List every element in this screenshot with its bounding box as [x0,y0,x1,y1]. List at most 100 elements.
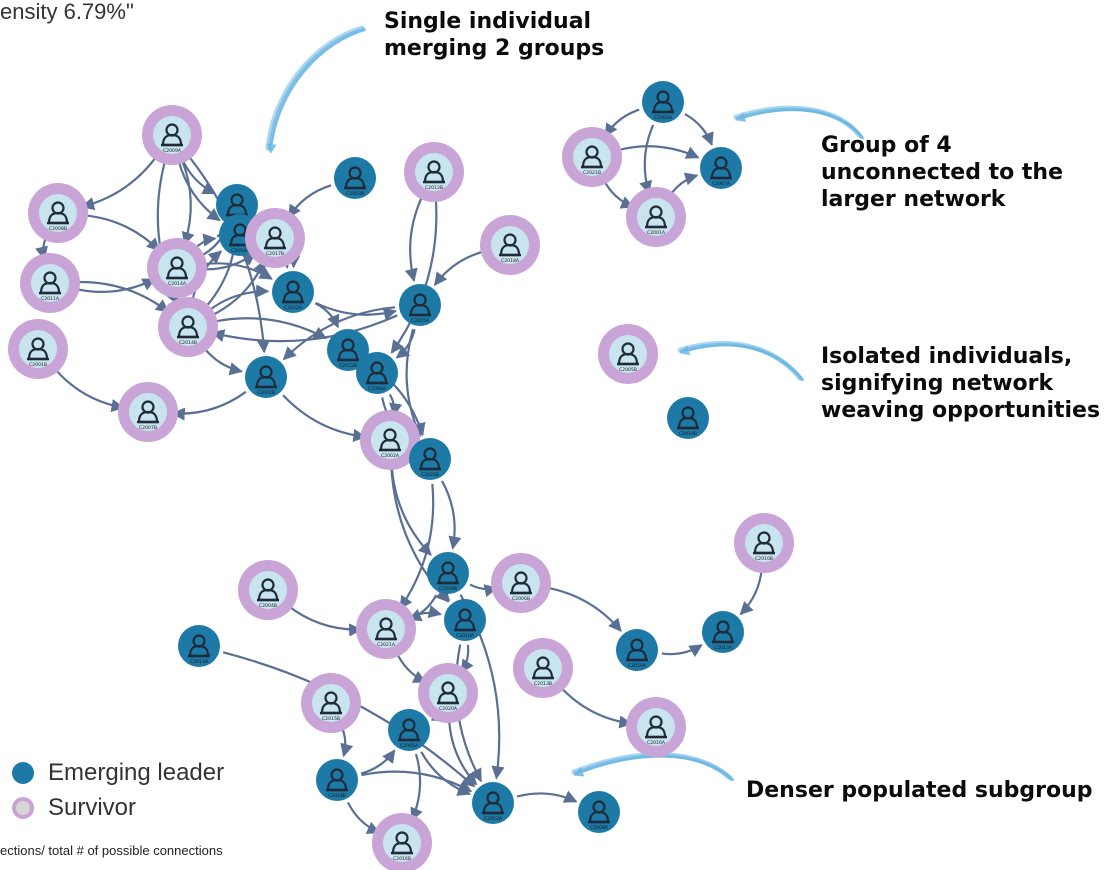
node-label: C2022A [284,305,303,311]
person-icon [337,338,359,362]
node-c2009b[interactable]: C2009B [427,552,469,594]
node-label: C2022B [339,363,357,369]
node-c2017b[interactable]: C2017B [245,208,305,268]
node-label: C2001B [29,362,47,368]
edge-c2018b-c2005a [360,749,396,775]
arrow-single-individual [265,25,365,151]
node-c2012b[interactable]: C2012B [404,142,464,202]
edge-c2014b-c2002b [202,346,243,376]
person-icon [409,293,431,317]
person-icon [423,160,445,184]
node-c2008a[interactable]: C2008A [578,791,620,833]
node-c2001a[interactable]: C2001A [626,187,686,247]
node-c2008b[interactable]: C2008B [28,183,88,243]
edge-c2003a-c2001a [639,124,655,195]
node-label: C2001A [647,230,666,236]
node-label: C2006A [368,386,387,392]
person-icon [255,365,277,389]
node-label: C2016A [647,740,666,746]
callout-isolated-individuals: Isolated individuals, signifying network… [821,344,1101,423]
person-icon [137,400,159,424]
node-c2013b[interactable]: C2013B [513,638,573,698]
person-icon [482,791,504,815]
callout-denser-subgroup: Denser populated subgroup [746,778,1093,803]
node-c2001b[interactable]: C2001B [8,319,68,379]
node-c2010b[interactable]: C2010B [734,513,794,573]
node-label: C2018A [501,258,520,264]
node-c2009a[interactable]: C2009A [142,105,202,165]
person-icon [532,656,554,680]
person-icon [677,406,699,430]
legend-emerging-leader: Emerging leader [12,759,224,787]
edge-c2018a-c2015a [433,249,486,286]
edge-c2011a-c2014a [74,278,156,293]
node-c2018a[interactable]: C2018A [480,215,540,275]
node-c2004b[interactable]: C2004B [238,560,298,620]
node-c2015a[interactable]: C2015A [399,284,441,326]
node-c2010a[interactable]: C2010A [444,599,486,641]
node-c2020b[interactable]: C2020B [409,438,451,480]
node-c2011b[interactable]: C2011B [178,625,220,667]
edge-c2004b-c2021a [286,604,363,637]
edge-c2018b-c2016b [347,801,381,834]
edge-c2008b-c2014a [82,214,161,252]
person-icon [257,578,279,602]
person-icon [282,280,304,304]
person-icon [437,561,459,585]
node-c2006b[interactable]: C2006B [491,553,551,613]
node-c2012a[interactable]: C2012A [472,782,514,824]
node-c2011a[interactable]: C2011A [20,253,80,313]
node-c2021b[interactable]: C2021B [562,127,622,187]
node-c2016a[interactable]: C2016A [626,697,686,757]
edge-c2001b-c2007b [53,367,125,413]
person-icon [419,447,441,471]
node-c2020a[interactable]: C2020A [418,663,478,723]
node-c2003a[interactable]: C2003A [642,81,684,123]
node-label: C2014A [168,281,187,287]
legend-leader-label: Emerging leader [48,759,225,786]
node-c2015b[interactable]: C2015B [301,673,361,733]
node-label: C2017B [266,251,284,257]
node-c2013a[interactable]: C2013A [702,611,744,653]
node-c2018b[interactable]: C2018B [316,759,358,801]
node-c2014a[interactable]: C2014A [147,238,207,298]
person-icon [652,90,674,114]
person-icon [47,201,69,225]
edge-c2013b-c2016a [559,685,633,729]
person-icon [177,315,199,339]
node-c2019b[interactable]: C2019B [667,397,709,439]
node-c2003b[interactable]: C2003B [334,157,376,199]
edge-c2002b-c2007b [171,390,247,421]
node-label: C2002A [381,453,400,459]
node-c2002a[interactable]: C2002A [360,410,420,470]
edge-c2012b-c2015a [404,194,425,283]
node-c2016b[interactable]: C2016B [372,813,432,870]
node-c2005b[interactable]: C2005B [598,324,658,384]
person-icon [617,342,639,366]
node-label: C2010A [456,633,475,639]
node-c2022a[interactable]: C2022A [272,271,314,313]
person-icon [391,831,413,855]
node-c2019a[interactable]: C2019A [616,629,658,671]
node-c2007a[interactable]: C2007A [700,147,742,189]
node-label: C2005B [619,367,637,373]
edge-c2014b-c2022a [206,284,270,313]
edge-c2003a-c2007a [684,113,714,146]
node-c2006a[interactable]: C2006A [356,352,398,394]
node-label: C2012A [484,816,503,822]
edge-c2003a-c2021b [604,108,640,138]
node-c2022b[interactable]: C2022B [327,329,369,371]
node-c2021a[interactable]: C2021A [356,599,416,659]
node-c2007b[interactable]: C2007B [118,382,178,442]
node-label: C2008A [590,825,609,831]
node-label: C2016B [393,856,411,862]
node-c2002b[interactable]: C2002B [245,356,287,398]
node-c2005a[interactable]: C2005A [388,709,430,751]
node-label: C2007B [139,425,157,431]
node-c2014b[interactable]: C2014B [158,297,218,357]
edge-c2006b-c2019a [545,586,622,632]
arrow-isolated-individuals [679,344,804,381]
legend-survivor-label: Survivor [48,794,137,821]
edge-c2020b-c2009b [441,480,462,550]
